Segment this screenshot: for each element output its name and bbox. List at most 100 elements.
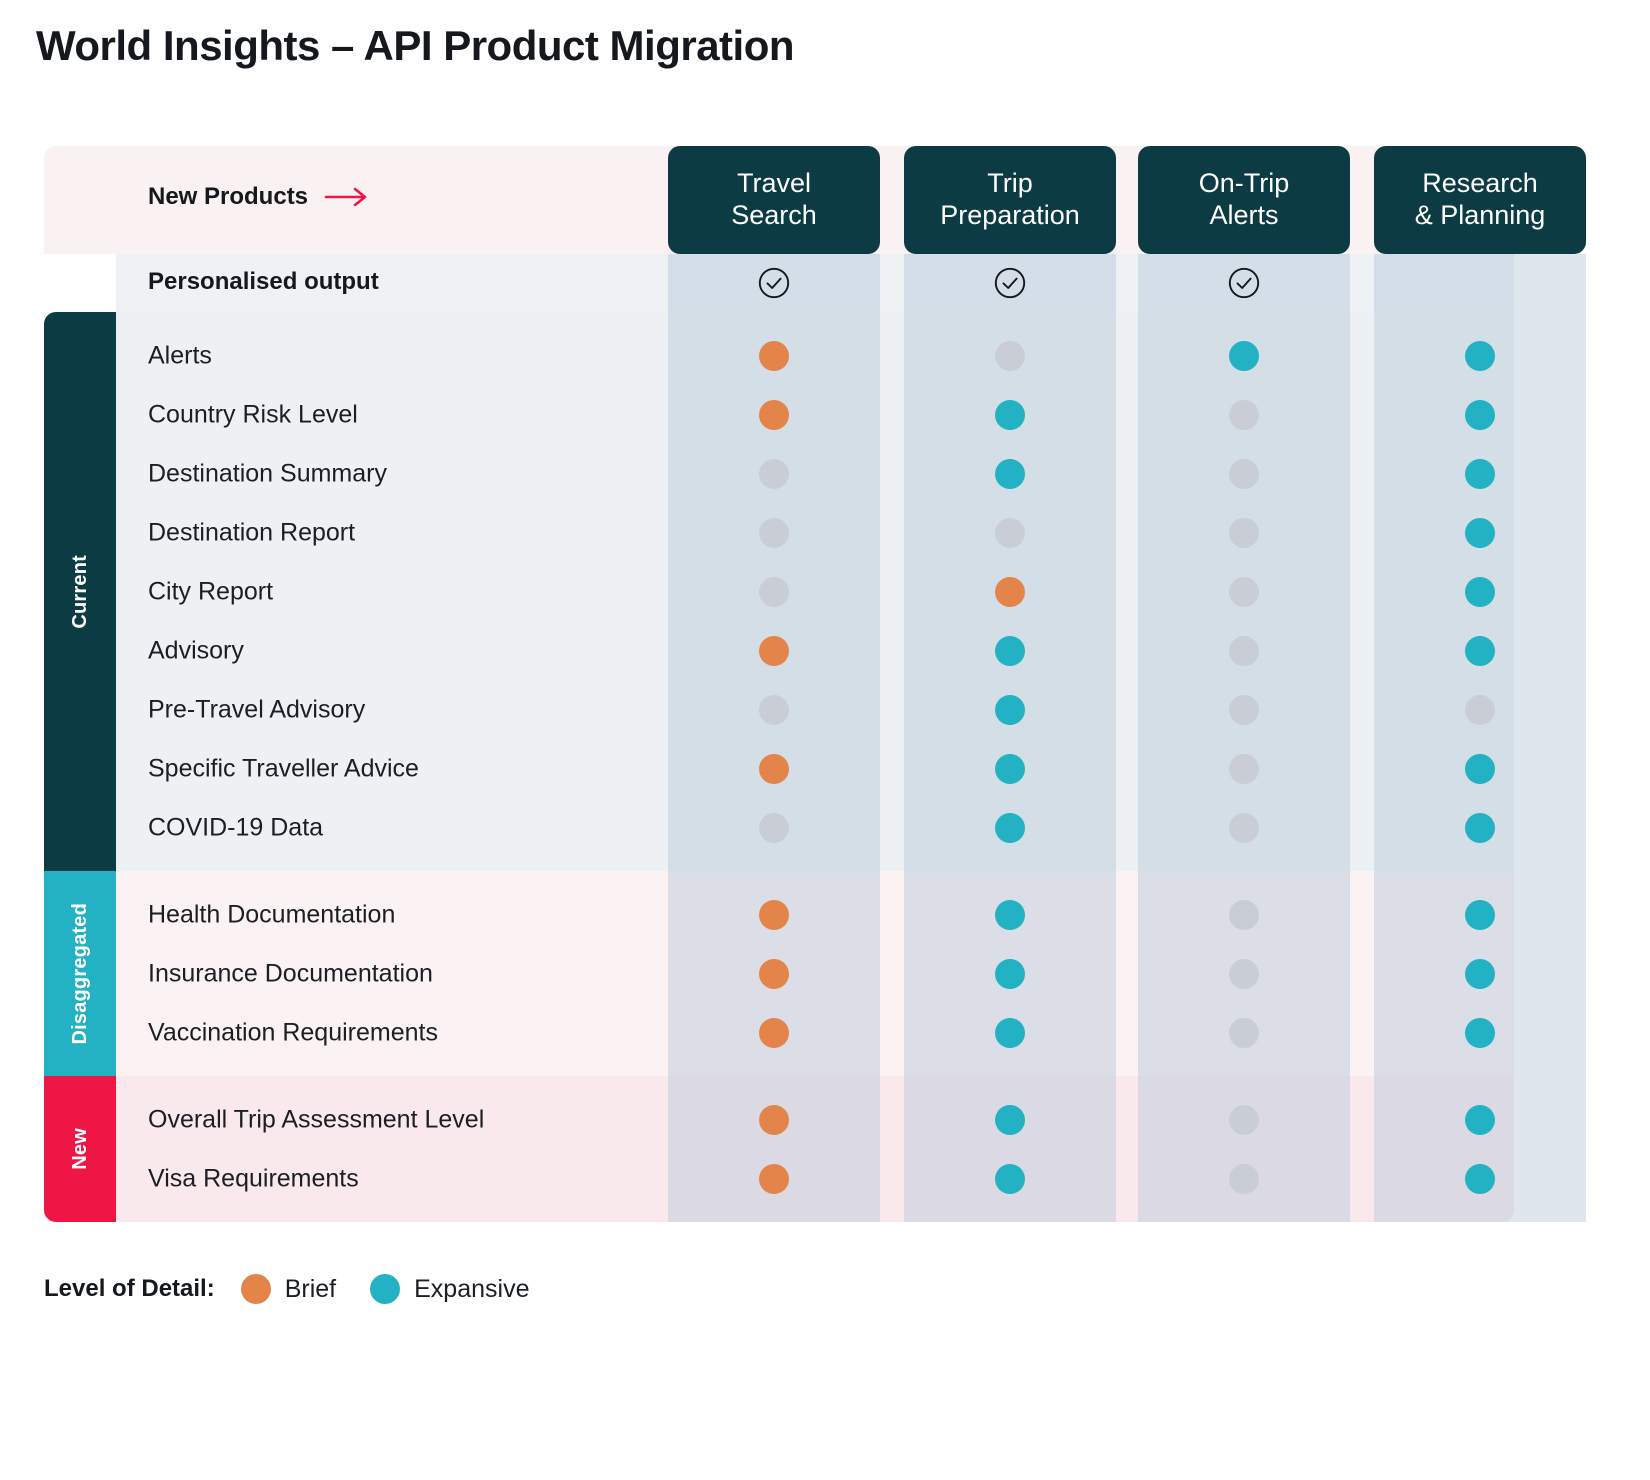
section-band-current	[116, 312, 1514, 871]
page-title: World Insights – API Product Migration	[36, 22, 795, 69]
legend-title: Level of Detail:	[44, 1275, 215, 1302]
matrix-dot-expansive	[1465, 576, 1495, 607]
matrix-dot-expansive	[995, 399, 1025, 430]
row-label: Health Documentation	[148, 900, 396, 928]
column-header-line2: & Planning	[1414, 200, 1546, 230]
matrix-dot-brief	[759, 635, 789, 666]
matrix-dot-expansive	[995, 458, 1025, 489]
header-band-left	[44, 146, 116, 254]
matrix-dot-expansive	[1465, 635, 1495, 666]
row-label: Visa Requirements	[148, 1164, 359, 1192]
matrix-dot-expansive	[995, 1163, 1025, 1194]
legend-item-0: Brief	[240, 1274, 337, 1304]
matrix-dot-expansive	[1465, 899, 1495, 930]
matrix-dot-none	[1229, 694, 1259, 725]
matrix-dot-none	[759, 576, 789, 607]
matrix-dot-none	[759, 694, 789, 725]
matrix-dot-none	[1229, 1017, 1259, 1048]
section-band-disaggregated	[116, 871, 1514, 1076]
matrix-dot-expansive	[1465, 1104, 1495, 1135]
column-header-3[interactable]: Research& Planning	[1374, 146, 1586, 254]
matrix-dot-expansive	[995, 694, 1025, 725]
row-label: Insurance Documentation	[148, 959, 433, 987]
legend-label-1: Expansive	[414, 1274, 530, 1303]
matrix-dot-brief	[759, 753, 789, 784]
section-label-text: New	[68, 1128, 91, 1170]
row-label: Destination Summary	[148, 459, 387, 487]
matrix-dot-none	[1229, 1104, 1259, 1135]
matrix-dot-none	[1229, 517, 1259, 548]
matrix-dot-expansive	[1465, 340, 1495, 371]
matrix-dot-expansive	[995, 753, 1025, 784]
column-header-line1: On-Trip	[1198, 168, 1290, 199]
matrix-dot-none	[1229, 1163, 1259, 1194]
section-label-current: Current	[44, 312, 116, 871]
matrix-dot-expansive	[1465, 812, 1495, 843]
new-products-label-group: New Products	[148, 183, 370, 211]
personalised-output-label: Personalised output	[148, 268, 379, 295]
row-label: Destination Report	[148, 518, 356, 546]
matrix-dot-brief	[759, 958, 789, 989]
row-label: Specific Traveller Advice	[148, 754, 419, 782]
matrix-dot-none	[759, 517, 789, 548]
matrix-dot-expansive	[995, 1104, 1025, 1135]
legend-items: Brief Expansive	[240, 1274, 564, 1304]
legend: Level of Detail: Brief Expansive	[44, 1274, 563, 1304]
section-label-text: Current	[68, 554, 91, 629]
matrix-dot-none	[1229, 958, 1259, 989]
matrix-dot-brief	[759, 399, 789, 430]
matrix-dot-none	[1229, 899, 1259, 930]
row-label: Advisory	[148, 636, 244, 664]
column-header-line1: Trip	[987, 168, 1033, 199]
check-circle-icon	[1227, 266, 1261, 300]
legend-dot-0	[240, 1274, 271, 1304]
matrix-dot-none	[1229, 635, 1259, 666]
column-header-line1: Travel	[736, 168, 811, 199]
matrix-dot-expansive	[1465, 399, 1495, 430]
column-header-line1: Research	[1422, 168, 1538, 199]
matrix-dot-brief	[759, 1104, 789, 1135]
row-label: City Report	[148, 577, 274, 605]
matrix-dot-expansive	[1465, 753, 1495, 784]
legend-dot-1	[370, 1274, 401, 1304]
check-circle-icon	[993, 266, 1027, 300]
personalised-band	[116, 254, 1514, 312]
matrix-dot-expansive	[1465, 1163, 1495, 1194]
matrix-dot-none	[759, 458, 789, 489]
matrix-dot-brief	[759, 1017, 789, 1048]
matrix-dot-none	[995, 517, 1025, 548]
matrix-dot-none	[995, 340, 1025, 371]
matrix-dot-expansive	[995, 1017, 1025, 1048]
matrix-dot-brief	[759, 1163, 789, 1194]
new-products-label: New Products	[148, 183, 309, 210]
matrix-dot-expansive	[1229, 340, 1259, 371]
matrix-dot-expansive	[1465, 458, 1495, 489]
check-circle-icon	[757, 266, 791, 300]
matrix-dot-none	[1229, 753, 1259, 784]
section-band-new	[116, 1076, 1514, 1222]
matrix-dot-expansive	[1465, 517, 1495, 548]
section-label-disaggregated: Disaggregated	[44, 871, 116, 1076]
matrix-dot-none	[759, 812, 789, 843]
matrix-dot-expansive	[1465, 1017, 1495, 1048]
matrix-dot-expansive	[995, 958, 1025, 989]
matrix-dot-none	[1229, 458, 1259, 489]
section-label-new: New	[44, 1076, 116, 1222]
matrix-dot-none	[1229, 576, 1259, 607]
matrix-dot-none	[1229, 812, 1259, 843]
matrix-dot-brief	[759, 340, 789, 371]
column-header-line2: Preparation	[940, 200, 1080, 230]
legend-label-0: Brief	[284, 1274, 337, 1303]
matrix-dot-brief	[995, 576, 1025, 607]
column-header-line2: Search	[731, 200, 817, 230]
section-label-text: Disaggregated	[68, 902, 91, 1045]
matrix-dot-none	[1465, 694, 1495, 725]
column-header-line2: Alerts	[1209, 200, 1279, 230]
